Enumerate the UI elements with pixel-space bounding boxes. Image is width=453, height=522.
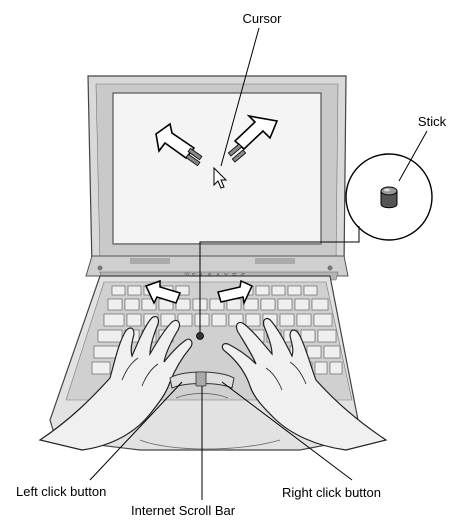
right-click-label: Right click button	[282, 485, 381, 500]
cursor-label: Cursor	[242, 11, 282, 26]
scroll-bar-button	[196, 372, 206, 386]
left-click-label: Left click button	[16, 484, 106, 499]
scroll-bar-label: Internet Scroll Bar	[131, 503, 236, 518]
stick-label: Stick	[418, 114, 447, 129]
trackpoint-stick	[197, 333, 204, 340]
screen	[113, 93, 321, 244]
